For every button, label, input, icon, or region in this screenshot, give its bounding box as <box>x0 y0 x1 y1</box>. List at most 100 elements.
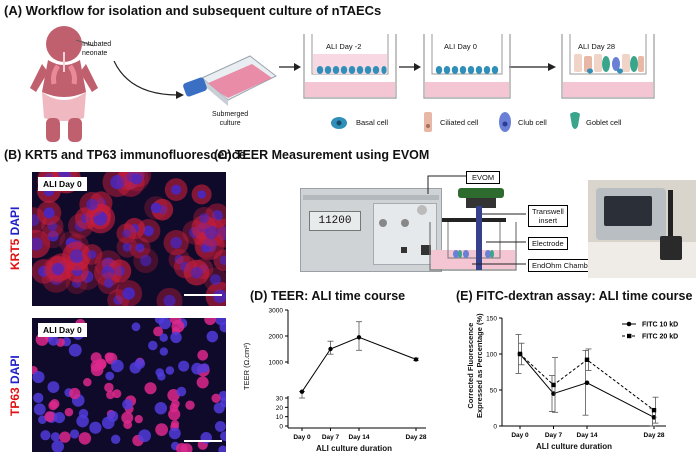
krt5-nucleus <box>69 249 84 264</box>
chamber-callout: EndOhm Chamber <box>528 259 599 272</box>
submerged-culture-label: Submerged culture <box>212 110 248 128</box>
krt5-nucleus <box>213 289 226 303</box>
krt5-nucleus <box>57 172 70 179</box>
fitc-data-point-circle <box>584 380 590 386</box>
tp63-dapi-text: DAPI <box>8 355 22 384</box>
tp63-nucleus <box>69 429 80 439</box>
fitc-legend-label: FITC 20 kD <box>642 334 678 341</box>
krt5-nucleus <box>219 255 226 265</box>
tp63-nucleus <box>53 411 66 424</box>
evom-display: 11200 <box>309 211 361 231</box>
panel-d-title: (D) TEER: ALI time course <box>250 289 406 303</box>
tp63-nucleus <box>76 414 89 428</box>
well-day-28-label: ALI Day 28 <box>578 42 616 51</box>
evom-callout: EVOM <box>466 171 501 184</box>
krt5-nucleus <box>131 173 143 185</box>
krt5-nucleus <box>43 207 55 219</box>
fitc-series-line <box>519 353 655 411</box>
tp63-nucleus <box>78 432 92 445</box>
fitc-series-line <box>519 353 655 418</box>
tp63-nucleus <box>220 431 226 442</box>
ciliated-cell-icon <box>424 112 432 132</box>
fitc-data-point-square <box>517 351 523 357</box>
teer-x-tick-label: Day 14 <box>349 434 370 441</box>
club-cell-icon <box>499 112 511 132</box>
submerged-label-line1: Submerged <box>212 111 249 118</box>
well-day-28: ALI Day 28 <box>560 32 656 102</box>
fitc-y-tick-label: 100 <box>486 352 497 359</box>
tp63-dapi-label: TP63 DAPI <box>8 355 22 416</box>
teer-y-tick-label: 20 <box>276 405 284 412</box>
tp63-micrograph: ALI Day 0 <box>32 318 226 452</box>
tp63-nucleus <box>218 445 226 452</box>
tp63-nucleus <box>106 390 115 400</box>
krt5-nucleus <box>122 287 136 300</box>
teer-y-tick-label: 3000 <box>269 308 284 315</box>
flask-illustration <box>183 55 277 106</box>
tp63-nucleus <box>64 407 74 417</box>
krt5-scale-bar <box>184 294 222 296</box>
fitc-y-tick-label: 0 <box>493 424 497 431</box>
tp63-nucleus <box>180 443 193 452</box>
krt5-micrograph: ALI Day 0 <box>32 172 226 306</box>
well-day-minus2-label: ALI Day -2 <box>326 42 362 51</box>
krt5-nucleus <box>204 225 219 240</box>
tp63-nucleus <box>159 347 169 356</box>
teer-y-tick-label: 10 <box>276 414 284 421</box>
tp63-nucleus <box>154 402 168 415</box>
krt5-nucleus <box>135 243 145 253</box>
fitc-xlabel: ALI culture duration <box>536 442 612 451</box>
panel-c-title: (C) TEER Measurement using EVOM <box>214 148 430 162</box>
teer-data-point <box>328 346 333 352</box>
teer-data-point <box>299 389 305 394</box>
callout-lines <box>427 175 526 265</box>
teer-series-line <box>301 336 417 392</box>
fitc-data-point-square <box>584 357 590 362</box>
tp63-nucleus <box>33 392 44 403</box>
tp63-nucleus <box>107 410 119 422</box>
fitc-data-point-square <box>551 382 556 388</box>
tp63-nucleus <box>68 343 82 357</box>
evom-photo <box>588 180 696 278</box>
tp63-nucleus <box>134 415 143 424</box>
teer-y-tick-label: 30 <box>276 396 284 403</box>
tp63-timepoint-badge: ALI Day 0 <box>38 323 87 337</box>
tp63-nucleus <box>83 378 92 387</box>
tp63-nucleus <box>176 386 187 397</box>
fitc-ylabel: Corrected Fluorescence Expressed as Perc… <box>466 313 484 418</box>
tp63-nucleus <box>144 382 157 395</box>
tp63-micrograph-drawing <box>32 318 226 452</box>
tp63-nucleus <box>69 387 81 400</box>
tp63-nucleus <box>122 399 133 410</box>
tp63-nucleus <box>191 362 204 375</box>
basal-cell-icon <box>331 117 347 129</box>
tp63-nucleus <box>51 440 65 452</box>
tp63-nucleus <box>112 389 122 399</box>
krt5-nucleus <box>110 174 125 190</box>
tp63-nucleus <box>159 333 168 342</box>
tp63-nucleus <box>170 331 182 344</box>
photo-screen <box>604 196 652 226</box>
submerged-label-line2: culture <box>219 120 241 127</box>
well-day-minus2: ALI Day -2 <box>302 32 398 102</box>
tp63-nucleus <box>104 382 114 393</box>
tp63-nucleus <box>33 403 46 416</box>
teer-y-tick-label: 2000 <box>269 334 284 341</box>
fitc-ylabel-line2: Expressed as Percentage (%) <box>475 313 484 418</box>
fitc-x-tick-label: Day 0 <box>511 432 529 439</box>
krt5-nucleus <box>52 263 64 275</box>
legend-goblet-label: Goblet cell <box>586 118 622 127</box>
well-day-0-drawing <box>423 34 511 99</box>
tp63-nucleus <box>204 318 216 326</box>
krt5-nucleus <box>199 213 210 224</box>
tp63-nucleus <box>40 430 51 441</box>
teer-y-tick-label: 1000 <box>269 360 284 367</box>
tp63-nucleus <box>47 381 60 393</box>
evom-meter-stripe <box>303 195 439 200</box>
tp63-nucleus <box>104 352 114 362</box>
tp63-nucleus <box>185 400 195 410</box>
krt5-nucleus <box>114 265 125 277</box>
tp63-nucleus <box>168 427 181 440</box>
tp63-nucleus <box>165 366 175 375</box>
fitc-legend-marker <box>627 333 632 339</box>
